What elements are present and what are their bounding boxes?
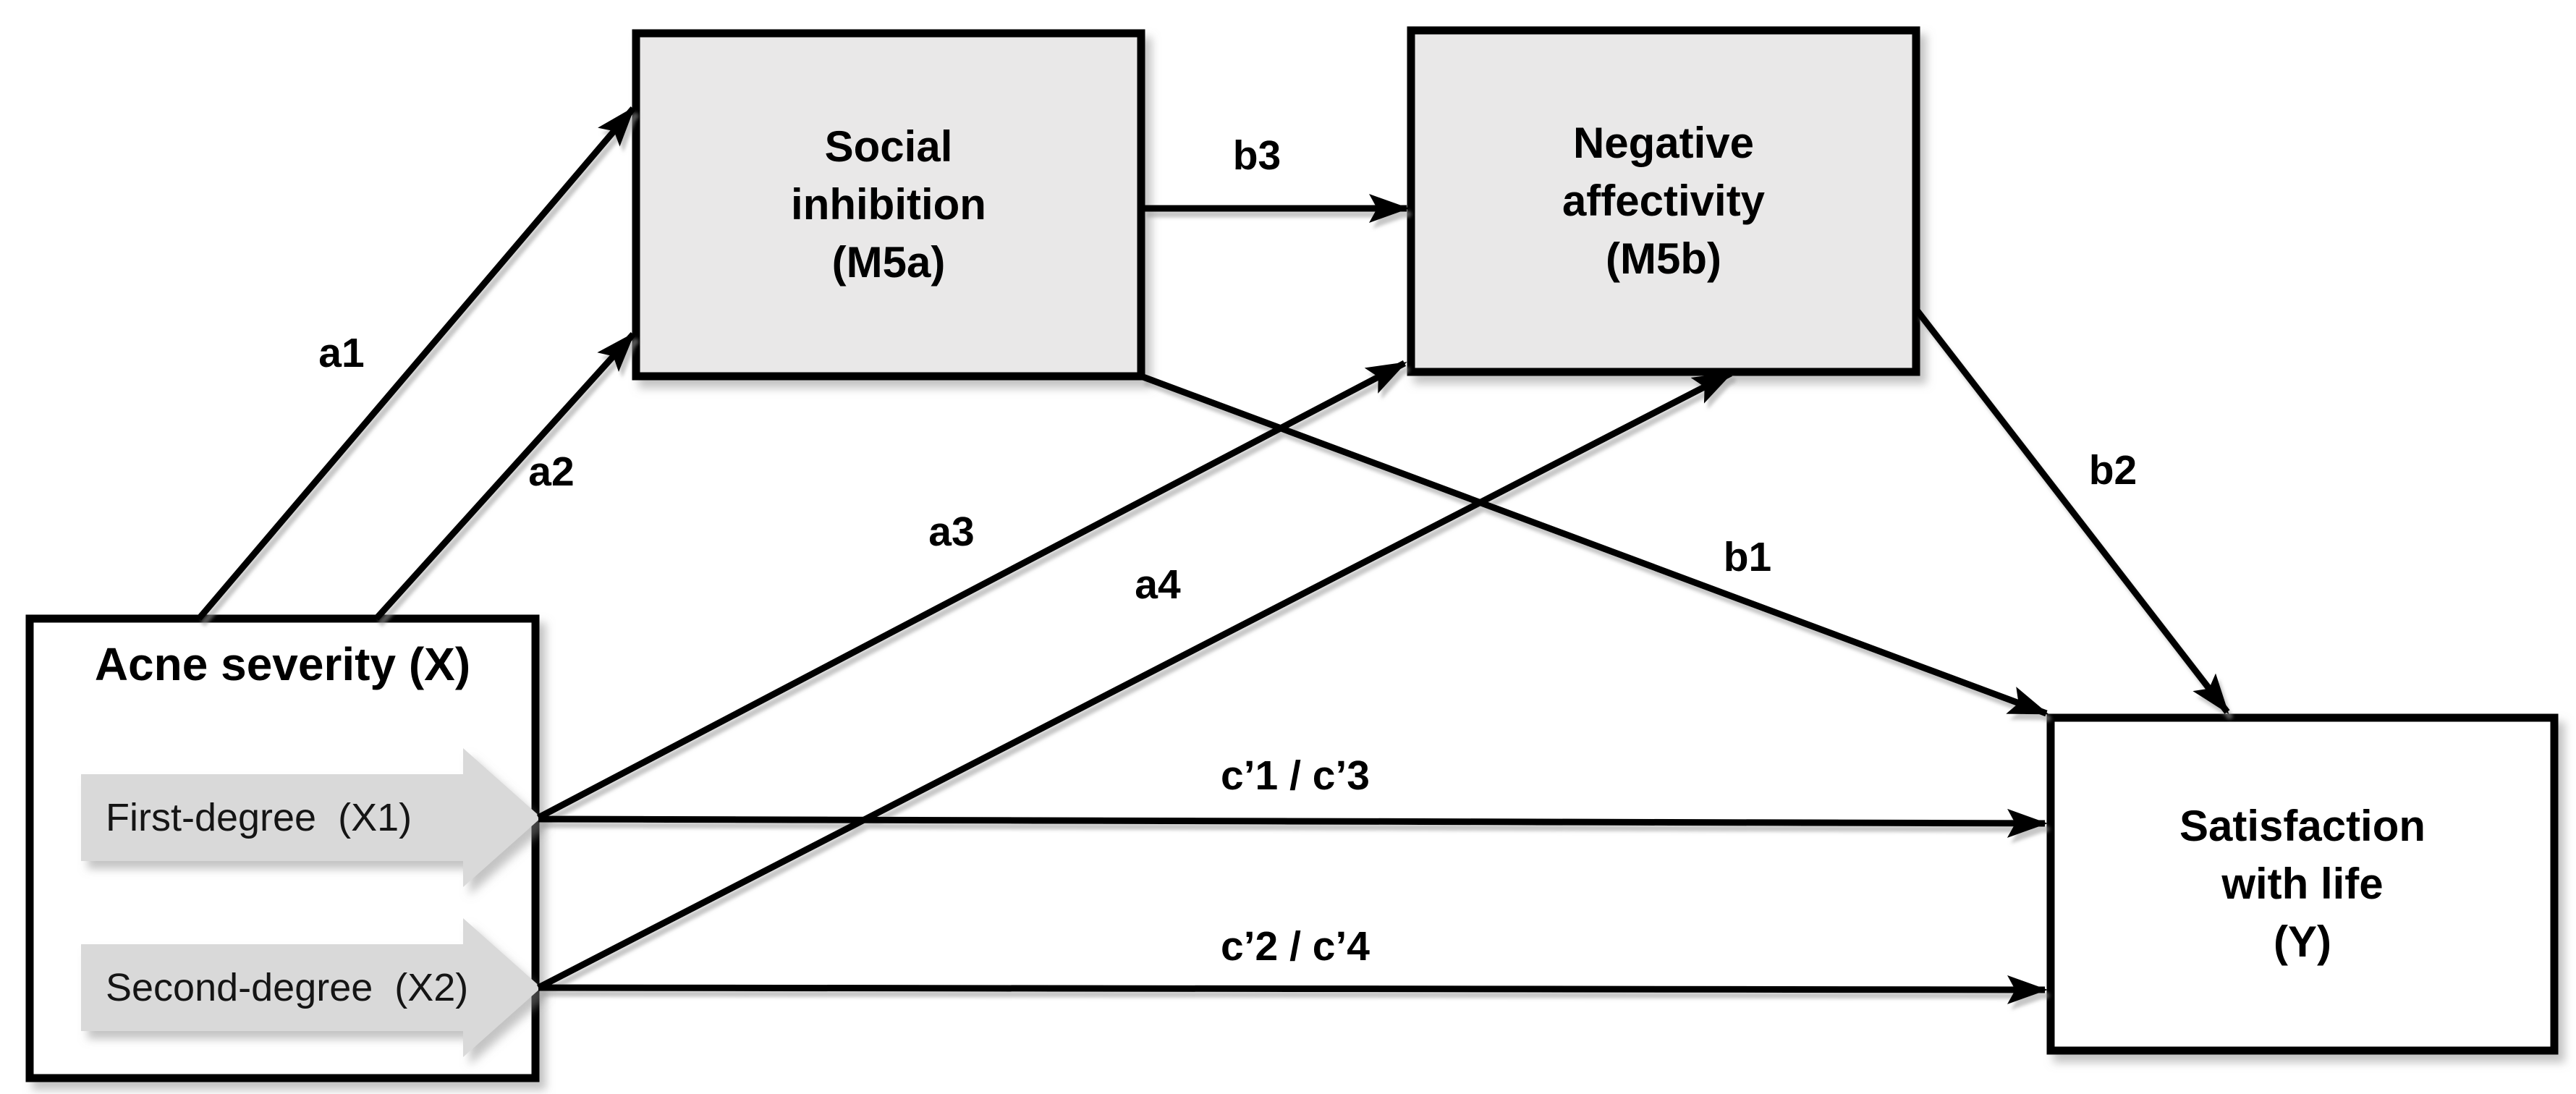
edge-a1-arrow: [196, 106, 636, 621]
edge-b1-arrow: [1140, 373, 2049, 717]
first-degree-banner-arrow: [81, 748, 541, 887]
path-arrows: [196, 106, 2230, 1004]
edge-a2-arrow: [373, 331, 636, 622]
negative-affectivity-box: [1407, 26, 1920, 376]
edge-b2-arrow: [1915, 309, 2230, 715]
social-inhibition-box: [632, 29, 1145, 381]
edge-a3-arrow: [536, 360, 1407, 820]
second-degree-banner-arrow: [81, 918, 541, 1057]
edge-a4-arrow: [536, 370, 1734, 991]
edge-c2-c4-arrow: [538, 975, 2048, 1004]
satisfaction-with-life-box: [2046, 713, 2559, 1055]
edge-c1-c3-arrow: [538, 808, 2048, 838]
